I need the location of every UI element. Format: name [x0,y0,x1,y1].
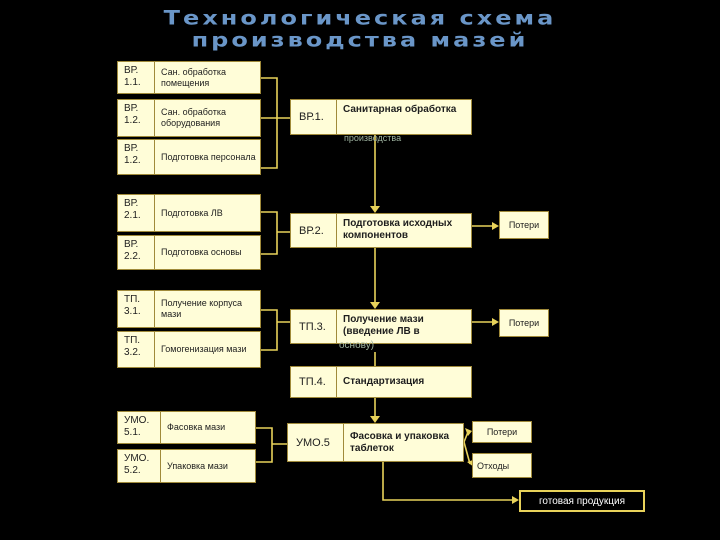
step-label: Гомогенизация мази [161,344,247,354]
waste-box: Отходы [472,453,532,478]
step-code: ВР. 1.2. [118,140,155,174]
step-code: ВР. 1.2. [118,100,155,136]
step-label: Подготовка ЛВ [161,207,223,218]
main-step-code: УМО.5 [288,424,344,461]
step-label: Упаковка мази [167,460,228,471]
losses-box: Потери [472,421,532,443]
step-box-vr-1-3: ВР. 1.2. Подготовка персонала [117,139,261,175]
step-box-vr-2-1: ВР. 2.1. Подготовка ЛВ [117,194,261,232]
main-step-label: Санитарная обработка [343,104,457,115]
main-step-vr-2: ВР.2. Подготовка исходных компонентов [290,213,472,248]
main-step-tp-3: ТП.3. Получение мази (введение ЛВ в [290,309,472,344]
title-line-2: производства мазей [191,28,529,52]
title-line-1: Технологическая схема [163,6,557,30]
step-code: ВР. 2.2. [118,236,155,269]
step-box-umo-5-2: УМО. 5.2. Упаковка мази [117,449,256,483]
main-step-vr-1: ВР.1. Санитарная обработка [290,99,472,135]
step-code: ВР. 2.1. [118,195,155,231]
main-step-overflow-text: основу) [339,340,375,351]
step-box-umo-5-1: УМО. 5.1. Фасовка мази [117,411,256,444]
losses-box: Потери [499,309,549,337]
step-box-vr-1-2: ВР. 1.2. Сан. обработка оборудования [117,99,261,137]
step-code: УМО. 5.2. [118,450,161,482]
step-label: Фасовка мази [167,422,226,432]
main-step-tp-4: ТП.4. Стандартизация [290,366,472,398]
step-box-vr-1-1: ВР. 1.1. Сан. обработка помещения [117,61,261,94]
step-box-vr-2-2: ВР. 2.2. Подготовка основы [117,235,261,270]
main-step-code: ВР.2. [291,214,337,247]
step-code: ТП. 3.1. [118,291,155,327]
step-box-tp-3-2: ТП. 3.2. Гомогенизация мази [117,331,261,368]
step-code: ВР. 1.1. [118,62,155,93]
main-step-label: Стандартизация [343,376,425,387]
main-step-code: ВР.1. [291,100,337,134]
main-step-overflow-text: производства [344,133,402,143]
main-step-umo-5: УМО.5 Фасовка и упаковка таблеток [287,423,464,462]
finished-product-box: готовая продукция [519,490,645,512]
main-step-label: Фасовка и упаковка таблеток [350,430,450,454]
losses-box: Потери [499,211,549,239]
step-code: УМО. 5.1. [118,412,161,443]
step-box-tp-3-1: ТП. 3.1. Получение корпуса мази [117,290,261,328]
step-code: ТП. 3.2. [118,332,155,367]
slide-title: Технологическая схема производства мазей [0,6,720,52]
main-step-label: Подготовка исходных компонентов [343,218,453,241]
step-label: Сан. обработка оборудования [161,107,226,128]
step-label: Подготовка основы [161,247,242,257]
step-label: Получение корпуса мази [161,298,243,319]
main-step-code: ТП.3. [291,310,337,343]
step-label: Подготовка персонала [161,151,256,162]
main-step-code: ТП.4. [291,367,337,397]
main-step-label: Получение мази (введение ЛВ в [343,314,424,337]
step-label: Сан. обработка помещения [161,66,226,88]
